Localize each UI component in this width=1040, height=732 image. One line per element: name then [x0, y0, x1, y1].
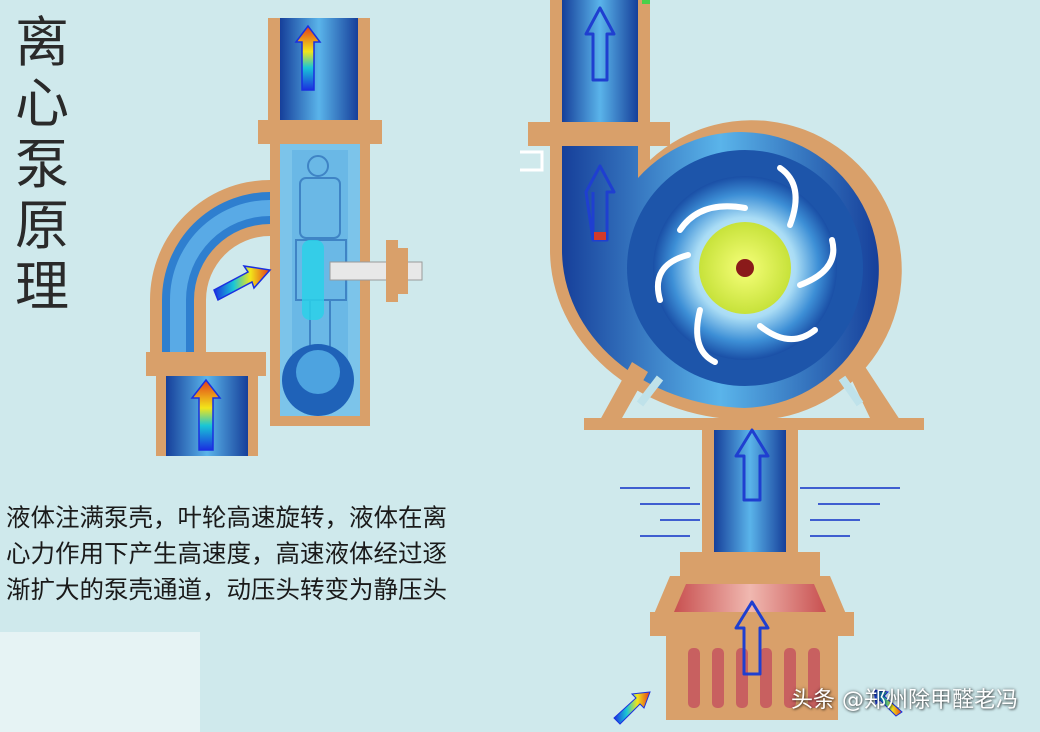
description-line: 液体注满泵壳，叶轮高速旋转，液体在离 — [6, 503, 447, 532]
description-line: 心力作用下产生高速度，高速液体经过逐 — [6, 539, 447, 568]
flow-arrow-icon — [873, 689, 903, 717]
page-title: 离 心 泵 原 理 — [10, 12, 74, 317]
watermark: 头条 @郑州除甲醛老冯 — [791, 688, 1018, 713]
description: 液体注满泵壳，叶轮高速旋转，液体在离 心力作用下产生高速度，高速液体经过逐 渐扩… — [6, 500, 566, 608]
flow-arrow-icon — [734, 428, 770, 502]
pale-corner-box — [0, 632, 200, 732]
flow-arrow-icon — [213, 264, 272, 302]
shaft-icon — [329, 240, 423, 302]
flow-arrow-icon — [734, 600, 770, 676]
title-char: 离 — [15, 11, 69, 74]
flow-arrow-icon — [584, 164, 616, 242]
title-char: 原 — [15, 194, 69, 257]
title-char: 心 — [15, 72, 69, 135]
impeller-icon — [654, 165, 837, 365]
flow-arrow-icon — [190, 378, 222, 451]
description-line: 渐扩大的泵壳通道，动压头转变为静压头 — [6, 575, 447, 604]
left-pump — [146, 18, 423, 456]
title-char: 泵 — [15, 133, 69, 196]
flow-arrow-icon — [294, 24, 322, 91]
flow-arrow-icon — [584, 6, 616, 82]
right-pump — [520, 0, 924, 725]
title-char: 理 — [15, 255, 69, 318]
flow-arrow-icon — [613, 691, 651, 725]
